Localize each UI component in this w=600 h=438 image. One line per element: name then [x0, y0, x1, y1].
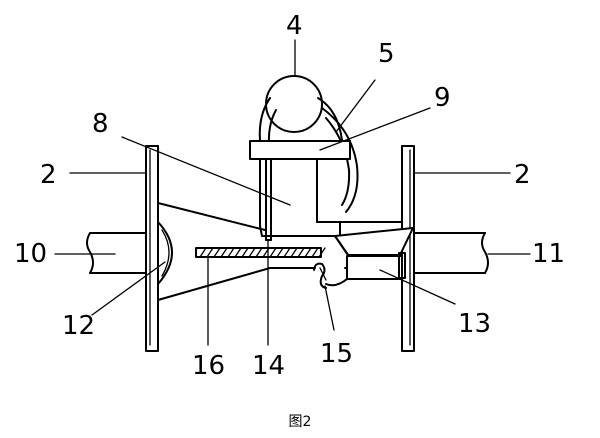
conduits: [258, 97, 359, 213]
label-14: 14: [252, 351, 285, 381]
leader-lines: [54, 39, 531, 346]
label-16: 16: [192, 351, 225, 381]
label-4: 4: [286, 11, 303, 41]
left-shaft: [86, 232, 147, 274]
probe: [265, 159, 272, 241]
label-12: 12: [62, 311, 95, 341]
lens: [157, 221, 173, 285]
label-2-left: 2: [40, 160, 57, 190]
label-11: 11: [532, 239, 565, 269]
right-shaft: [413, 232, 489, 274]
label-10: 10: [14, 239, 47, 269]
label-9: 9: [434, 83, 451, 113]
right-flange: [401, 145, 415, 352]
label-5: 5: [378, 39, 395, 69]
label-13: 13: [458, 309, 491, 339]
left-flange: [145, 145, 159, 352]
prism: [334, 227, 414, 256]
mounting-plate: [249, 140, 351, 160]
hatched-plate: [195, 247, 326, 258]
motor: [265, 75, 323, 133]
label-15: 15: [320, 339, 353, 369]
figure-caption: 图2: [289, 414, 312, 430]
detector-box: [346, 252, 406, 280]
label-8: 8: [92, 109, 109, 139]
label-2-right: 2: [514, 160, 531, 190]
sensor-element: [313, 262, 348, 289]
